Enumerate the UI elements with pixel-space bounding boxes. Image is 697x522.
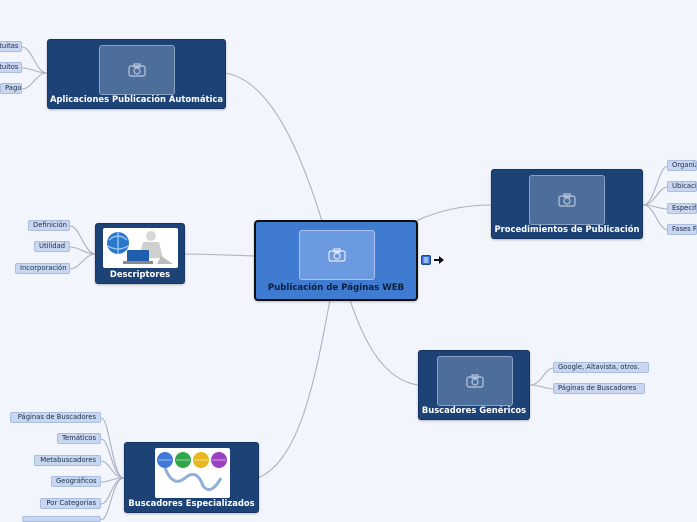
link-descriptores <box>183 253 256 257</box>
leaf-geograficos[interactable]: Geográficos <box>51 476 101 487</box>
topic-especializados[interactable]: Buscadores Especializados <box>124 442 259 513</box>
network-globes-image <box>155 448 230 498</box>
topic-aplicaciones[interactable]: Aplicaciones Publicación Automática <box>47 39 226 109</box>
pointing-hand-icon[interactable] <box>433 255 445 265</box>
link-aplicaciones <box>224 72 323 222</box>
leaf-definicion[interactable]: Definición <box>28 220 70 231</box>
camera-icon <box>437 356 513 406</box>
leaf-google[interactable]: Google, Altavista, otros. <box>553 362 649 373</box>
leaf-gratuitos[interactable]: Gratuitos <box>0 62 22 73</box>
link-especializados <box>257 299 331 479</box>
topic-procedimientos[interactable]: Procedimientos de Publicación <box>491 169 643 239</box>
topic-label: Buscadores Especializados <box>128 498 255 508</box>
leaf-pago[interactable]: Pago <box>0 83 22 94</box>
leaf-ubicacion[interactable]: Ubicació <box>667 181 697 192</box>
person-laptop-globe-image <box>103 228 178 268</box>
topic-label: Aplicaciones Publicación Automática <box>50 94 223 104</box>
central-topic-label: Publicación de Páginas WEB <box>267 283 405 293</box>
leaf-cut-off[interactable] <box>22 516 101 522</box>
leaf-fases[interactable]: Fases P <box>667 224 697 235</box>
leaf-metabuscadores[interactable]: Metabuscadores <box>34 455 101 466</box>
camera-icon <box>529 175 605 225</box>
leaf-organiz[interactable]: Organiz <box>667 160 697 171</box>
topic-genericos[interactable]: Buscadores Genéricos <box>418 350 530 420</box>
link-procedimientos <box>415 204 492 222</box>
link-genericos <box>349 299 419 386</box>
leaf-utilidad[interactable]: Utilidad <box>34 241 70 252</box>
central-topic[interactable]: Publicación de Páginas WEB <box>254 220 418 301</box>
topic-label: Descriptores <box>109 269 171 279</box>
leaf-gratuitas[interactable]: Gratuitas <box>0 41 22 52</box>
leaf-tematicos[interactable]: Temáticos <box>57 433 101 444</box>
notes-icon[interactable] <box>421 255 431 265</box>
camera-icon <box>99 45 175 95</box>
topic-label: Procedimientos de Publicación <box>494 224 640 234</box>
leaf-especificacion[interactable]: Especifi <box>667 203 697 214</box>
leaf-paginas-de-buscadores[interactable]: Páginas de Buscadores <box>10 412 101 423</box>
topic-label: Buscadores Genéricos <box>421 405 527 415</box>
leaf-incorporacion[interactable]: Incorporación <box>15 263 70 274</box>
camera-icon <box>299 230 375 280</box>
topic-descriptores[interactable]: Descriptores <box>95 223 185 284</box>
leaf-por-categorias[interactable]: Por Categorías <box>40 498 101 509</box>
leaf-paginas-buscadores[interactable]: Páginas de Buscadores <box>553 383 645 394</box>
